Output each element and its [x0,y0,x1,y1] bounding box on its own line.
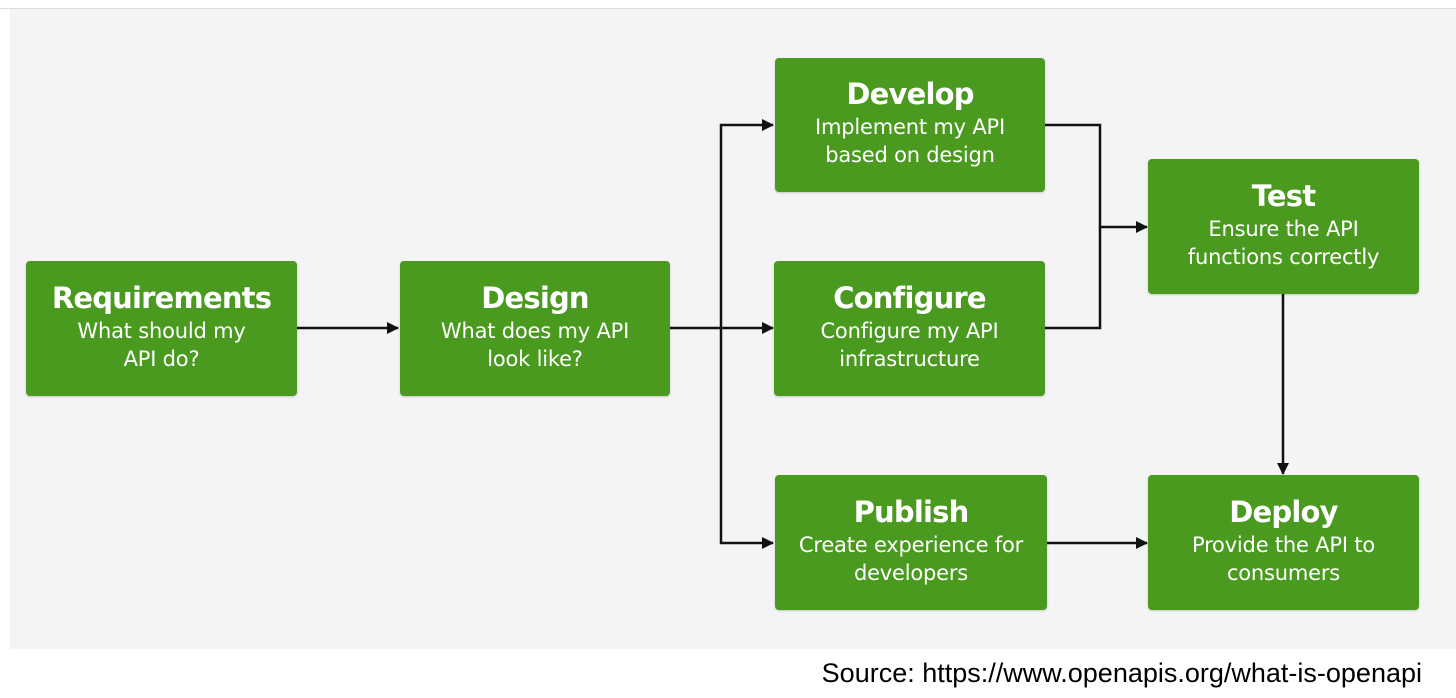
node-publish: Publish Create experience for developers [775,475,1047,610]
node-design: Design What does my API look like? [400,261,670,396]
edge-develop-test [1045,123,1148,233]
node-title: Deploy [1229,494,1338,529]
node-title: Develop [846,77,974,111]
node-title: Configure [833,280,986,315]
edge-design-publish [719,328,774,549]
node-description: Create experience for developers [798,532,1024,585]
node-title: Publish [853,494,970,529]
node-test: Test Ensure the API functions correctly [1148,159,1419,294]
node-requirements: Requirements What should my API do? [26,261,297,396]
top-divider [0,8,1456,9]
node-develop: Develop Implement my API based on design [775,58,1045,192]
node-description: Implement my API based on design [815,115,1005,167]
edge-design-develop [719,119,774,328]
node-title: Design [481,280,589,315]
node-title: Requirements [51,280,272,315]
node-description: What should my API do? [77,318,246,371]
node-configure: Configure Configure my API infrastructur… [774,261,1045,396]
node-deploy: Deploy Provide the API to consumers [1148,475,1419,610]
node-description: Ensure the API functions correctly [1187,216,1380,269]
node-description: Configure my API infrastructure [820,318,999,371]
node-description: What does my API look like? [440,318,630,371]
edge-configure-test [1045,227,1102,330]
node-description: Provide the API to consumers [1191,532,1376,585]
source-caption: Source: https://www.openapis.org/what-is… [821,658,1422,688]
node-title: Test [1251,178,1316,213]
